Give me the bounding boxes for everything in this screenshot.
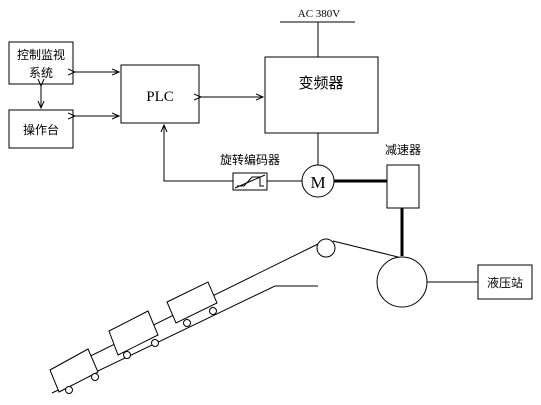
hydraulic-station-label: 液压站 xyxy=(487,275,523,290)
power-label: AC 380V xyxy=(298,8,341,20)
head-sheave xyxy=(316,238,336,258)
monitor-system-label-line2: 系统 xyxy=(29,66,53,80)
tram-car xyxy=(108,310,159,359)
tram-car xyxy=(49,348,99,394)
encoder-plc-feedback xyxy=(164,125,233,182)
vfd-box xyxy=(264,56,379,134)
console-label: 操作台 xyxy=(23,122,59,137)
vfd-label: 变频器 xyxy=(298,74,343,92)
plc-label: PLC xyxy=(146,89,174,105)
encoder-label: 旋转编码器 xyxy=(220,152,280,167)
tram-car xyxy=(166,281,218,327)
monitor-system-label-line1: 控制监视 xyxy=(17,47,65,62)
plc-box xyxy=(120,64,200,124)
motor-label: M xyxy=(310,173,325,192)
reducer-label: 减速器 xyxy=(385,143,421,157)
winding-drum xyxy=(376,256,428,308)
rope-to-drum xyxy=(332,240,399,258)
monitor-system-box xyxy=(8,41,74,85)
console-box xyxy=(8,109,74,149)
encoder-icon xyxy=(232,172,268,191)
hydraulic-station-box xyxy=(477,264,533,300)
reducer-box xyxy=(386,164,420,209)
